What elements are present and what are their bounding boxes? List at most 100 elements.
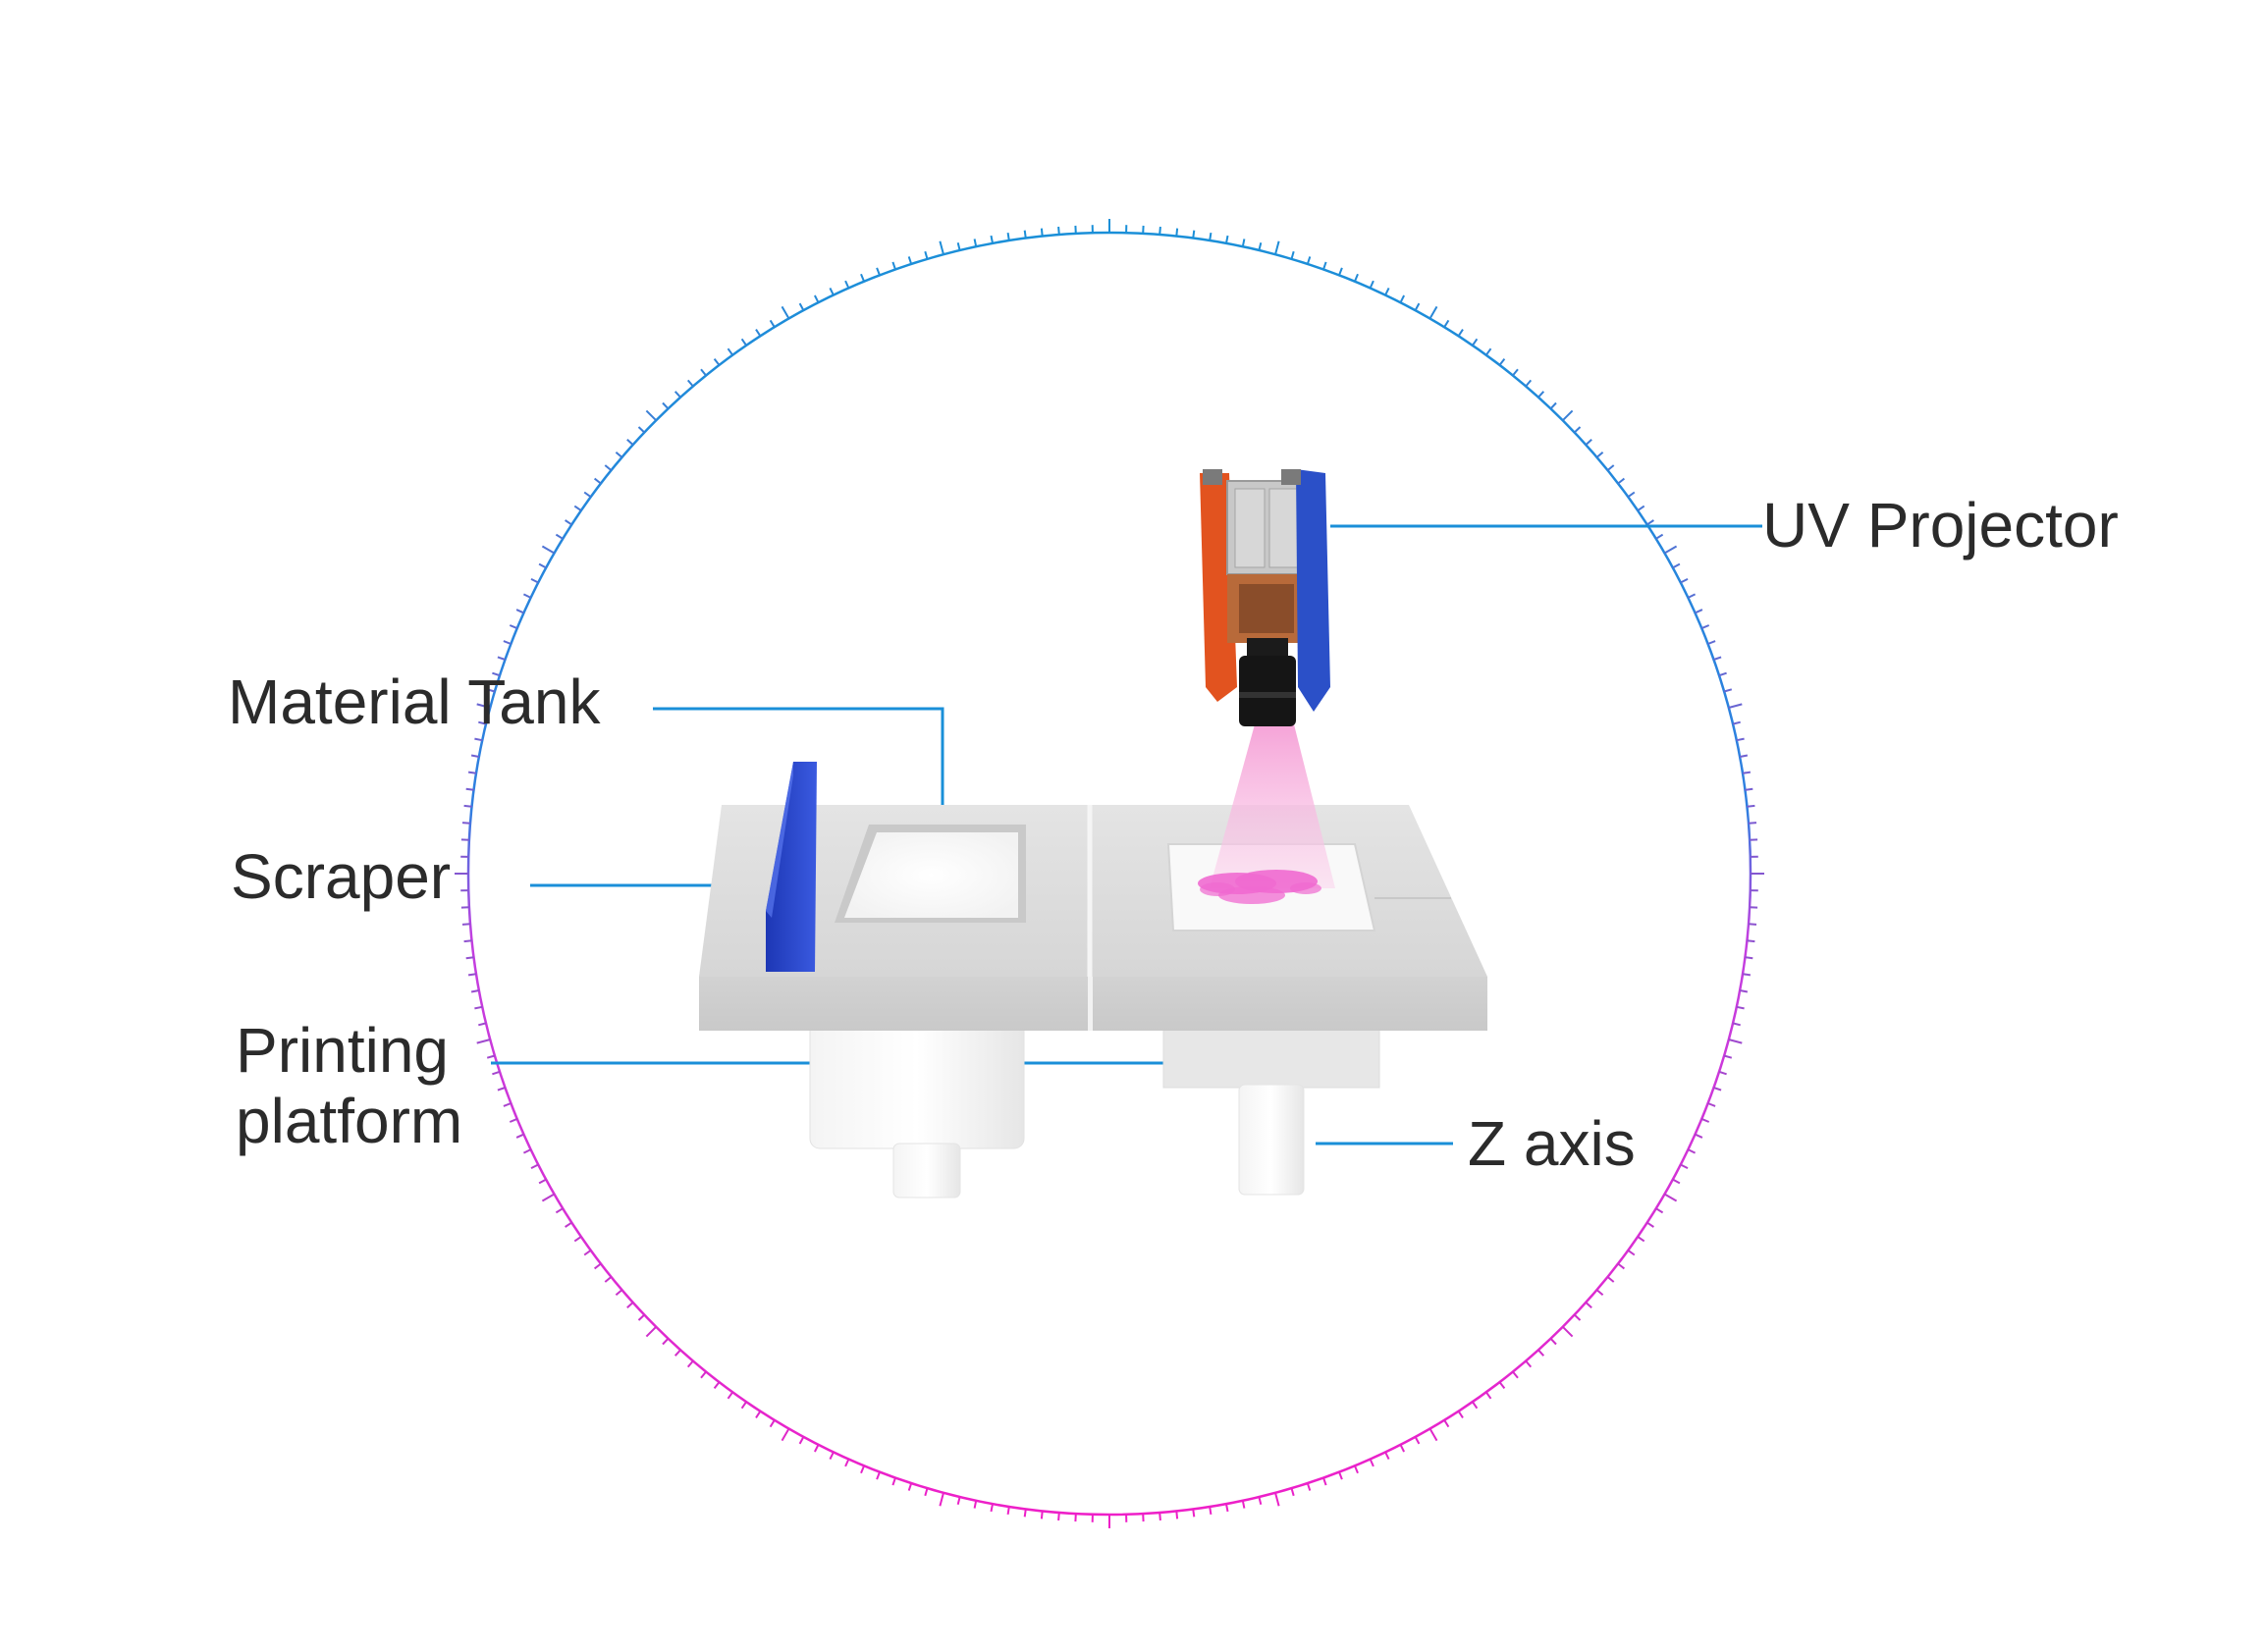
ring-tick bbox=[1646, 1221, 1654, 1228]
z-axis-column-right bbox=[1162, 1020, 1380, 1196]
ring-tick bbox=[1713, 656, 1722, 661]
ring-tick bbox=[1525, 379, 1533, 388]
ring-tick bbox=[1399, 1444, 1405, 1453]
printer-illustration bbox=[699, 469, 1487, 1199]
ring-tick bbox=[1672, 562, 1681, 569]
ring-tick bbox=[907, 256, 913, 265]
ring-tick bbox=[626, 438, 634, 446]
ring-tick bbox=[1745, 956, 1753, 960]
ring-tick bbox=[924, 250, 929, 260]
ring-tick bbox=[1732, 1022, 1741, 1027]
ring-tick bbox=[530, 1163, 539, 1169]
ring-tick bbox=[860, 1465, 866, 1474]
ring-tick bbox=[781, 1427, 790, 1442]
ring-tick bbox=[509, 624, 518, 630]
ring-tick bbox=[1747, 804, 1755, 808]
ring-tick bbox=[1687, 593, 1697, 599]
ring-tick bbox=[973, 1500, 978, 1509]
ring-tick bbox=[476, 1039, 491, 1044]
ring-tick bbox=[1353, 273, 1359, 283]
label-scraper: Scraper bbox=[231, 841, 452, 912]
ring-tick bbox=[1748, 923, 1757, 926]
ring-tick bbox=[1695, 1133, 1703, 1139]
ring-tick bbox=[973, 239, 978, 247]
ring-tick bbox=[876, 267, 881, 276]
ring-tick bbox=[467, 973, 477, 977]
ring-tick bbox=[1561, 1325, 1574, 1338]
ring-tick bbox=[461, 822, 471, 825]
ring-tick bbox=[1700, 624, 1710, 630]
ring-tick bbox=[492, 671, 501, 677]
ring-tick bbox=[515, 609, 524, 614]
ring-tick bbox=[1695, 609, 1703, 614]
material-tank bbox=[835, 825, 1026, 923]
ring-tick bbox=[604, 1276, 613, 1283]
ring-tick bbox=[674, 1349, 681, 1357]
ring-tick bbox=[1732, 720, 1741, 725]
ring-tick bbox=[844, 1459, 850, 1467]
ring-tick bbox=[1723, 1054, 1733, 1059]
ring-tick bbox=[476, 703, 491, 709]
ring-tick bbox=[1428, 1427, 1438, 1442]
ring-tick bbox=[755, 1411, 762, 1418]
ring-tick bbox=[674, 391, 681, 399]
ring-tick bbox=[593, 477, 602, 485]
ring-tick bbox=[1655, 1207, 1664, 1214]
ring-tick bbox=[1192, 1509, 1196, 1518]
ring-tick bbox=[1159, 1512, 1161, 1521]
ring-tick bbox=[515, 1133, 524, 1139]
ring-tick bbox=[1241, 1500, 1246, 1509]
ring-tick bbox=[492, 1070, 501, 1076]
ring-tick bbox=[1209, 1506, 1213, 1516]
ring-tick bbox=[463, 804, 472, 808]
ring-tick bbox=[503, 640, 512, 645]
ring-tick bbox=[939, 1492, 944, 1507]
ring-tick bbox=[1457, 329, 1464, 337]
ring-tick bbox=[1637, 1236, 1645, 1243]
ring-tick bbox=[1428, 305, 1438, 320]
ring-tick bbox=[1637, 505, 1645, 511]
ring-tick bbox=[1512, 368, 1519, 377]
ring-tick bbox=[1728, 703, 1743, 709]
ring-tick bbox=[740, 1401, 747, 1410]
ring-tick bbox=[1384, 287, 1390, 296]
ring-tick bbox=[497, 656, 506, 661]
ring-tick bbox=[1747, 939, 1755, 943]
ring-tick bbox=[1627, 491, 1636, 499]
ring-tick bbox=[1585, 1302, 1592, 1309]
ring-tick bbox=[798, 302, 805, 311]
ring-tick bbox=[814, 294, 820, 303]
ring-tick bbox=[814, 1444, 820, 1453]
ring-tick bbox=[1040, 228, 1044, 237]
ring-tick bbox=[1209, 232, 1213, 241]
ring-tick bbox=[1484, 347, 1492, 356]
ring-tick bbox=[1023, 230, 1027, 239]
ring-tick bbox=[573, 1236, 582, 1243]
ring-tick bbox=[1723, 688, 1733, 693]
ring-tick bbox=[1728, 1039, 1743, 1044]
ring-tick bbox=[1369, 280, 1375, 289]
ring-tick bbox=[1472, 1401, 1479, 1410]
ring-tick bbox=[541, 1193, 556, 1202]
ring-tick bbox=[1646, 519, 1654, 526]
ring-tick bbox=[645, 1325, 658, 1338]
ring-tick bbox=[1006, 232, 1010, 241]
ring-tick bbox=[876, 1471, 881, 1480]
scraper-blade bbox=[766, 762, 817, 972]
ring-tick bbox=[478, 1022, 487, 1027]
ring-tick bbox=[1472, 338, 1479, 346]
ring-tick bbox=[565, 519, 572, 526]
ring-tick bbox=[1306, 256, 1312, 265]
ring-tick bbox=[662, 401, 670, 409]
ring-tick bbox=[891, 261, 896, 270]
ring-tick bbox=[781, 305, 790, 320]
ring-tick bbox=[486, 688, 496, 693]
ring-tick bbox=[1718, 671, 1727, 677]
ring-tick bbox=[538, 562, 547, 569]
ring-tick bbox=[1606, 464, 1615, 471]
ring-tick bbox=[907, 1482, 913, 1491]
ring-tick bbox=[1225, 1503, 1229, 1513]
scale-ring bbox=[455, 219, 1764, 1528]
ring-tick bbox=[1322, 1477, 1327, 1486]
ring-tick bbox=[1537, 391, 1545, 399]
